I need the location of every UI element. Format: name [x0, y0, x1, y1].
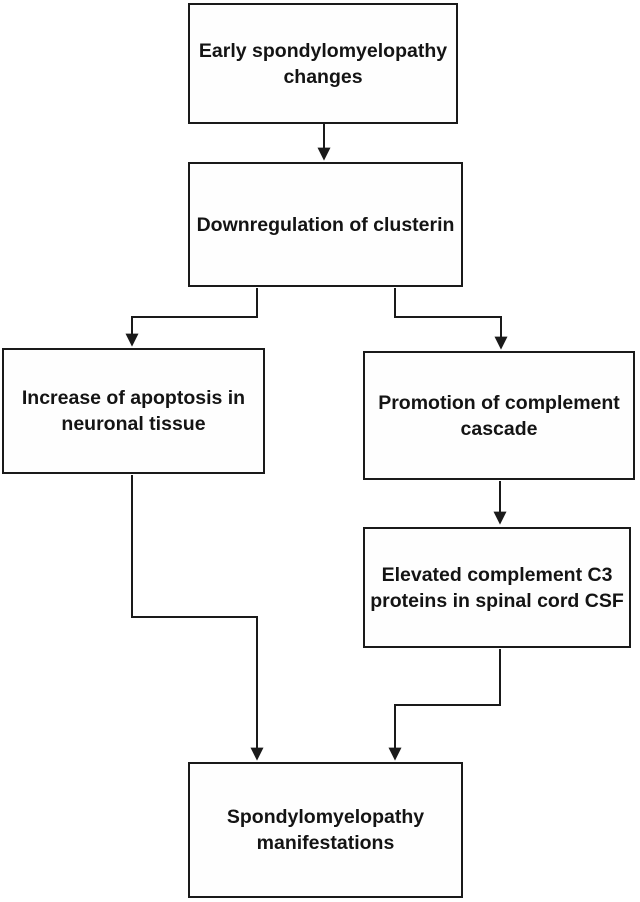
- node-label: Downregulation of clusterin: [196, 213, 455, 236]
- node-downregulation-of-clusterin: Downregulation of clusterin: [188, 162, 463, 287]
- node-elevated-complement-c3: Elevated complement C3 proteins in spina…: [363, 527, 631, 648]
- edge-downregulation-to-cascade: [394, 288, 508, 350]
- node-spondylomyelopathy-manifestations: Spondylomyelopathy manifestations: [188, 762, 463, 898]
- node-promotion-of-complement-cascade: Promotion of complement cascade: [363, 351, 635, 480]
- node-increase-of-apoptosis: Increase of apoptosis in neuronal tissue: [2, 348, 265, 474]
- node-label: Increase of apoptosis in neuronal tissue: [21, 387, 246, 435]
- edge-downregulation-to-apoptosis: [125, 288, 258, 347]
- edge-apoptosis-to-manifestations: [131, 475, 264, 761]
- node-label: Early spondylomyelopathy changes: [198, 39, 448, 88]
- node-label: Elevated complement C3 proteins in spina…: [370, 563, 624, 612]
- node-label: Spondylomyelopathy manifestations: [226, 806, 425, 854]
- node-label: Promotion of complement cascade: [378, 391, 620, 440]
- node-early-spondylomyelopathy-changes: Early spondylomyelopathy changes: [188, 3, 458, 124]
- edge-elevated-c3-to-manifestations: [388, 649, 501, 761]
